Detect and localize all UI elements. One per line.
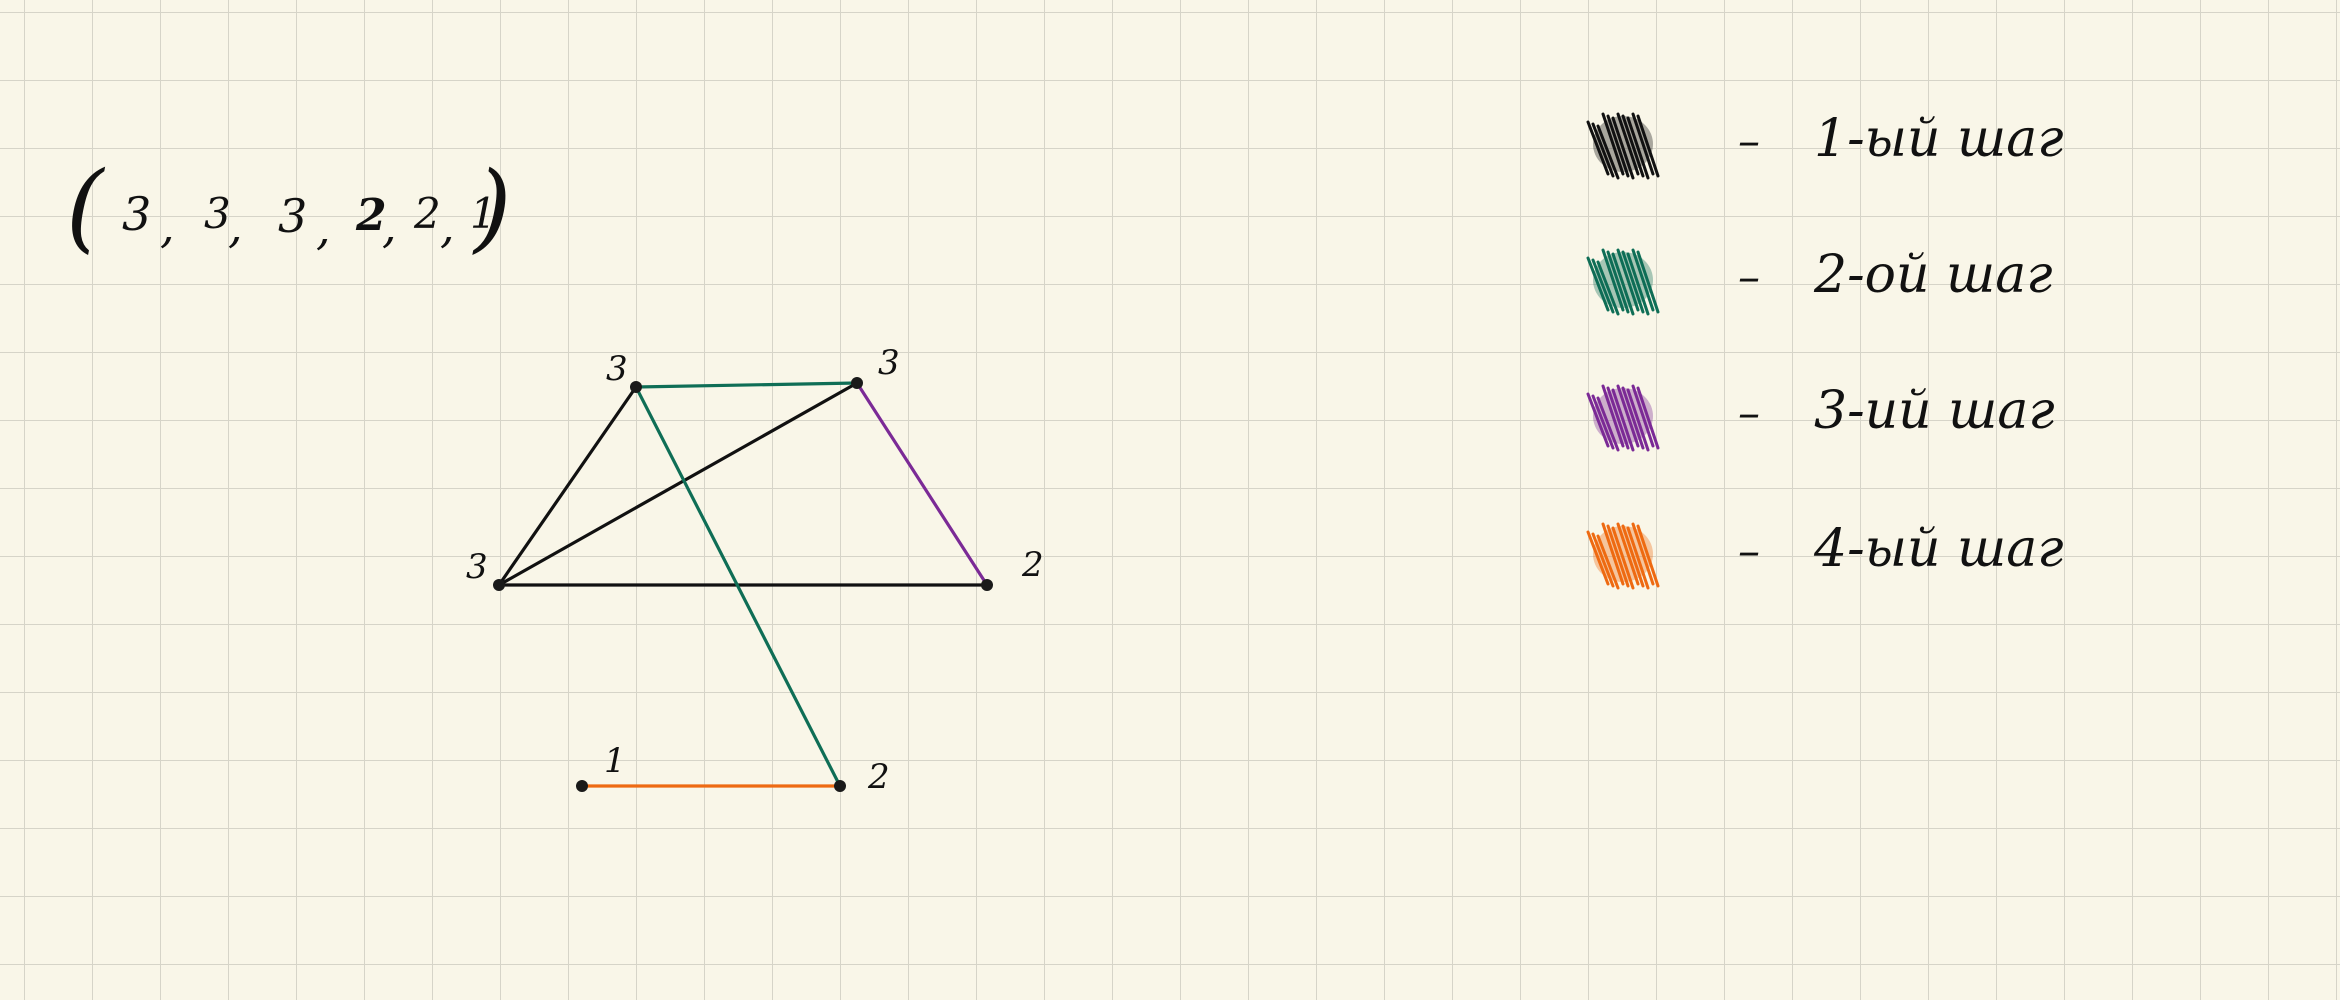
graph: 3 3 3 2 1 2 [466, 343, 1044, 797]
legend-item-step-2: – 2-ой шаг [1586, 245, 2053, 316]
graph-edge-a-b [634, 381, 859, 389]
degree-sequence: ( 3 , 3 , 3 , 2 , 2 , 1 ) [66, 151, 511, 263]
vertex-degree-label: 3 [606, 349, 628, 389]
sequence-value: 3 [204, 189, 231, 238]
legend-item-step-3: – 3-ий шаг [1586, 381, 2055, 452]
graph-edge-a-f [634, 385, 842, 788]
graph-nodes: 3 3 3 2 1 2 [466, 343, 1044, 797]
sequence-comma: , [228, 199, 243, 253]
sequence-value: 2 [413, 189, 441, 238]
legend-dash: – [1738, 388, 1760, 439]
sequence-comma: , [382, 199, 397, 253]
legend-dash: – [1738, 116, 1760, 167]
legend-item-step-1: – 1-ый шаг [1586, 109, 2064, 180]
legend-label: 4-ый шаг [1813, 519, 2064, 579]
legend-label: 2-ой шаг [1813, 245, 2053, 305]
vertex-degree-label: 3 [466, 547, 488, 587]
legend-dash: – [1738, 252, 1760, 303]
legend-swatch [1586, 522, 1660, 590]
graph-vertex [493, 579, 505, 591]
sequence-comma: , [316, 201, 331, 255]
legend-label: 3-ий шаг [1814, 381, 2055, 441]
sequence-comma: , [160, 199, 175, 253]
graph-vertex [576, 780, 588, 792]
legend-label: 1-ый шаг [1814, 109, 2064, 169]
legend-swatch [1586, 112, 1660, 180]
sequence-value: 3 [278, 189, 307, 243]
vertex-degree-label: 3 [878, 343, 900, 383]
vertex-degree-label: 2 [1021, 545, 1044, 585]
graph-edges [497, 381, 989, 788]
sequence-open-paren: ( [66, 151, 106, 263]
sequence-value: 2 [355, 190, 387, 241]
legend-dash: – [1738, 526, 1760, 577]
legend: – 1-ый шаг – 2-ой шаг – 3-ий шаг – 4-ый шаг [1586, 109, 2064, 590]
graph-vertex [630, 381, 642, 393]
vertex-degree-label: 1 [604, 741, 626, 781]
sequence-value: 1 [470, 189, 497, 238]
sequence-comma: , [440, 199, 455, 253]
graph-vertex [851, 377, 863, 389]
graph-edge-c-a [497, 385, 638, 587]
graph-vertex [981, 579, 993, 591]
graph-edge-b-d [855, 381, 989, 587]
vertex-degree-label: 2 [867, 757, 890, 797]
legend-swatch [1586, 384, 1660, 452]
sequence-value: 3 [122, 187, 151, 241]
legend-item-step-4: – 4-ый шаг [1586, 519, 2064, 590]
legend-swatch [1586, 248, 1660, 316]
sequence-close-paren: ) [472, 151, 511, 263]
graph-edge-c-b [497, 381, 859, 587]
graph-vertex [834, 780, 846, 792]
